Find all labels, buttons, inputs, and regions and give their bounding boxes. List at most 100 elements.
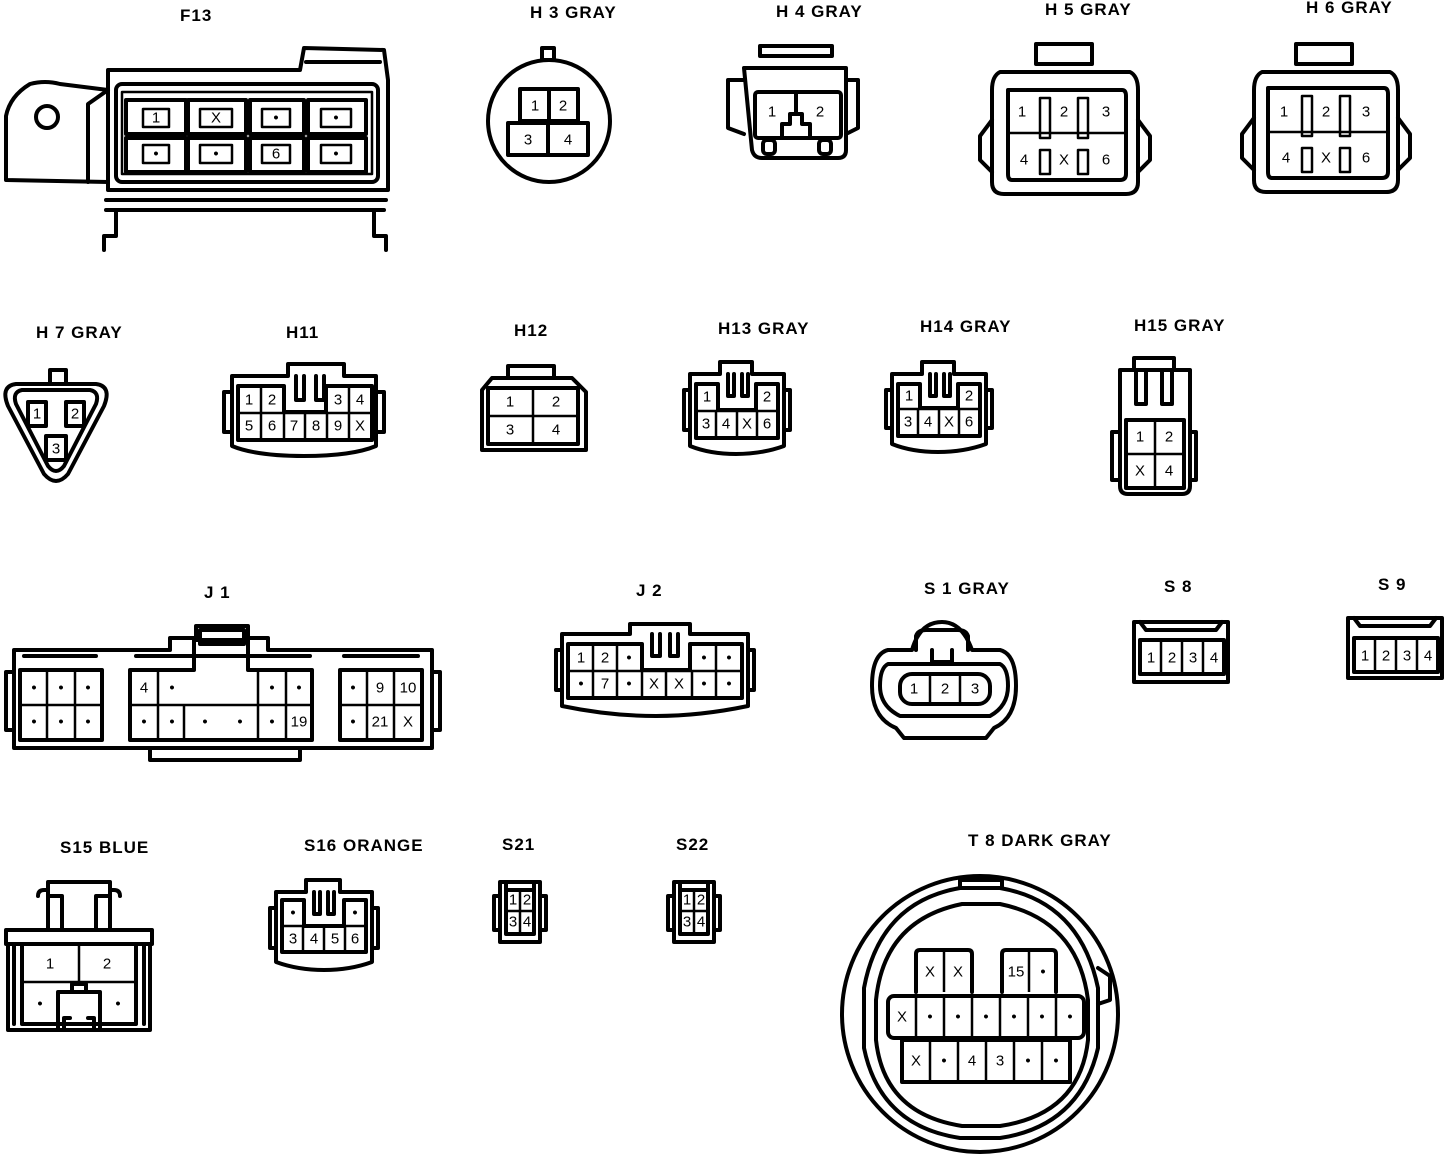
connector-h13: H13 GRAY 1 2 3 4 X 6 bbox=[682, 319, 808, 456]
connector-h6: H 6 GRAY 1 2 3 4 X 6 bbox=[1240, 0, 1412, 194]
label-s9: S 9 bbox=[1378, 575, 1407, 594]
pin-h5-4: 4 bbox=[1020, 152, 1028, 169]
pin-s16-5: 5 bbox=[331, 931, 339, 948]
pin-h13-6: 6 bbox=[763, 416, 771, 433]
pin-h3-4: 4 bbox=[564, 132, 572, 149]
pin-s21-2: 2 bbox=[523, 892, 531, 909]
pin-s8-3: 3 bbox=[1189, 650, 1197, 667]
pin-s1-1: 1 bbox=[910, 681, 918, 698]
pin-h5-6: 6 bbox=[1102, 152, 1110, 169]
pin-s9-4: 4 bbox=[1424, 648, 1432, 665]
pin-h14-6: 6 bbox=[965, 414, 973, 431]
pin-h5-1: 1 bbox=[1018, 104, 1026, 121]
pin-j1-2: • bbox=[58, 680, 63, 697]
pin-t8-1: X bbox=[925, 964, 935, 981]
label-s22: S22 bbox=[676, 835, 709, 854]
label-h4: H 4 GRAY bbox=[776, 2, 863, 21]
pin-f13-6: • bbox=[213, 146, 218, 163]
pin-h6-3: 3 bbox=[1362, 104, 1370, 121]
pin-j2-5: • bbox=[726, 650, 731, 667]
pin-s21-1: 1 bbox=[509, 892, 517, 909]
pin-s15-3: • bbox=[37, 996, 42, 1013]
pin-h6-2: 2 bbox=[1322, 104, 1330, 121]
pin-h13-1: 1 bbox=[703, 389, 711, 406]
label-h3: H 3 GRAY bbox=[530, 3, 617, 22]
connector-f13: F13 1 X • • • • 6 bbox=[4, 6, 390, 252]
pin-s15-4: • bbox=[115, 996, 120, 1013]
pin-j1-17: • bbox=[237, 714, 242, 731]
pin-s22-1: 1 bbox=[683, 892, 691, 909]
pin-s8-4: 4 bbox=[1210, 650, 1218, 667]
connector-j2: J 2 1 2 • • • • 7 • X X • • bbox=[554, 581, 756, 718]
pin-h6-1: 1 bbox=[1280, 104, 1288, 121]
pin-j2-7: 7 bbox=[601, 676, 609, 693]
label-h11: H11 bbox=[286, 323, 319, 342]
pin-h13-3: 3 bbox=[702, 416, 710, 433]
pin-s9-2: 2 bbox=[1382, 648, 1390, 665]
pin-j2-9: X bbox=[649, 676, 659, 693]
pin-h7-2: 2 bbox=[71, 406, 79, 423]
pin-h13-4: 4 bbox=[722, 416, 730, 433]
pin-h11-6: 6 bbox=[268, 418, 276, 435]
pin-f13-1: 1 bbox=[152, 110, 160, 127]
pin-h4-1: 1 bbox=[768, 104, 776, 121]
pin-h6-4: 4 bbox=[1282, 150, 1290, 167]
pin-j1-10: 10 bbox=[400, 680, 417, 697]
connector-s1: S 1 GRAY 1 2 3 bbox=[870, 579, 1018, 740]
pin-t8-13: • bbox=[941, 1053, 946, 1070]
pin-t8-6: • bbox=[927, 1009, 932, 1026]
pin-f13-4: • bbox=[333, 110, 338, 127]
pin-j1-22: X bbox=[403, 714, 413, 731]
pin-j1-1: • bbox=[31, 680, 36, 697]
connector-h5: H 5 GRAY 1 2 3 4 X 6 bbox=[978, 0, 1152, 196]
pin-h3-1: 1 bbox=[531, 98, 539, 115]
pin-s16-2: • bbox=[352, 905, 357, 922]
pin-h3-3: 3 bbox=[524, 132, 532, 149]
pin-h15-4: 4 bbox=[1165, 463, 1173, 480]
connector-j1: J 1 • • • 4 • • • • 9 10 bbox=[4, 583, 442, 762]
pin-h6-6: 6 bbox=[1362, 150, 1370, 167]
pin-s8-1: 1 bbox=[1147, 650, 1155, 667]
pin-s16-6: 6 bbox=[351, 931, 359, 948]
pin-t8-12: X bbox=[911, 1053, 921, 1070]
pin-t8-2: X bbox=[953, 964, 963, 981]
pin-t8-11: • bbox=[1067, 1009, 1072, 1026]
label-f13: F13 bbox=[180, 6, 212, 25]
pin-j2-10: X bbox=[674, 676, 684, 693]
pin-t8-14: 4 bbox=[968, 1053, 976, 1070]
pin-s9-3: 3 bbox=[1403, 648, 1411, 665]
pin-j2-11: • bbox=[701, 676, 706, 693]
pin-s15-2: 2 bbox=[103, 956, 111, 973]
pin-h5-3: 3 bbox=[1102, 104, 1110, 121]
pin-t8-5: X bbox=[897, 1009, 907, 1026]
pin-s8-2: 2 bbox=[1168, 650, 1176, 667]
pin-t8-3: 15 bbox=[1008, 964, 1025, 981]
pin-h14-3: 3 bbox=[904, 414, 912, 431]
pin-j1-20: • bbox=[350, 714, 355, 731]
pin-h7-3: 3 bbox=[52, 441, 60, 458]
pin-h12-3: 3 bbox=[506, 422, 514, 439]
pin-s16-3: 3 bbox=[289, 931, 297, 948]
label-t8: T 8 DARK GRAY bbox=[968, 831, 1112, 850]
pin-h13-2: 2 bbox=[763, 389, 771, 406]
pin-h15-2: 2 bbox=[1165, 429, 1173, 446]
label-h7: H 7 GRAY bbox=[36, 323, 123, 342]
connector-h15: H15 GRAY 1 2 X 4 bbox=[1110, 316, 1224, 496]
pin-h11-2: 2 bbox=[268, 392, 276, 409]
pin-h4-2: 2 bbox=[816, 104, 824, 121]
label-h6: H 6 GRAY bbox=[1306, 0, 1393, 17]
label-h5: H 5 GRAY bbox=[1045, 0, 1132, 19]
pin-s16-4: 4 bbox=[310, 931, 318, 948]
pin-h11-1: 1 bbox=[245, 392, 253, 409]
label-s8: S 8 bbox=[1164, 577, 1193, 596]
pin-f13-5: • bbox=[153, 146, 158, 163]
pin-s9-1: 1 bbox=[1361, 648, 1369, 665]
pin-h12-2: 2 bbox=[552, 394, 560, 411]
pin-h5-5: X bbox=[1059, 152, 1069, 169]
pin-h14-2: 2 bbox=[965, 388, 973, 405]
pin-j1-15: • bbox=[169, 714, 174, 731]
pin-h7-1: 1 bbox=[33, 406, 41, 423]
pin-h15-3: X bbox=[1135, 463, 1145, 480]
pin-h12-1: 1 bbox=[506, 394, 514, 411]
